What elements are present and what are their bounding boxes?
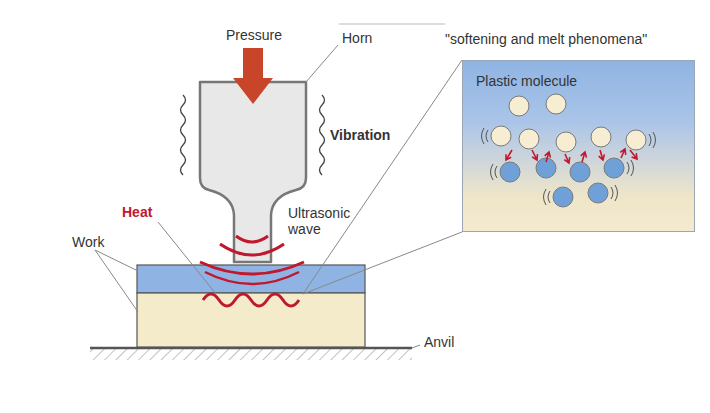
horn-leader — [306, 45, 338, 82]
vibration-mark — [627, 160, 634, 176]
motion-arrow — [564, 154, 569, 163]
ultrasonic-arcs — [200, 236, 304, 284]
work-label: Work — [72, 234, 104, 250]
heading-leader — [339, 24, 445, 25]
zoom-leader — [303, 60, 462, 294]
motion-arrow — [545, 152, 551, 162]
motion-arrow — [630, 150, 637, 159]
pressure-label: Pressure — [226, 27, 282, 43]
work-leader — [95, 250, 138, 271]
vibration-label: Vibration — [330, 127, 390, 143]
motion-arrow — [599, 150, 605, 160]
molecule — [604, 158, 624, 178]
motion-arrow — [506, 150, 512, 160]
work-lower — [137, 293, 365, 347]
molecule — [588, 183, 608, 203]
motion-arrow — [620, 149, 625, 158]
molecule — [591, 127, 611, 147]
vibration-mark — [491, 164, 498, 180]
motion-arrow — [581, 152, 587, 162]
pressure-arrow — [233, 48, 273, 104]
heat-leader — [158, 222, 216, 294]
anvil-leader — [412, 345, 420, 348]
ultrasonic-label: Ultrasonic wave — [288, 205, 364, 237]
vibration-squiggle — [320, 95, 325, 175]
vibration-mark — [544, 189, 551, 205]
heat-wave — [203, 294, 299, 306]
zoom-box: "softening and melt phenomena"Plastic mo… — [462, 60, 695, 232]
heat-label: Heat — [122, 204, 152, 220]
horn-label: Horn — [342, 30, 372, 46]
molecule — [556, 132, 576, 152]
work-leader — [95, 250, 138, 312]
molecule — [570, 162, 590, 182]
anvil-label: Anvil — [424, 334, 454, 350]
molecule — [546, 94, 566, 114]
anvil-hatch — [90, 348, 412, 360]
vibration-mark — [611, 185, 618, 201]
work-upper — [137, 265, 365, 293]
zoom-heading: "softening and melt phenomena" — [445, 31, 647, 47]
vibration-squiggle — [181, 95, 186, 175]
vibration-mark — [649, 132, 656, 148]
molecule — [626, 130, 646, 150]
vibration-mark — [482, 128, 489, 144]
molecule-label: Plastic molecule — [476, 73, 577, 89]
molecule — [553, 187, 573, 207]
molecule — [519, 129, 539, 149]
molecule — [500, 162, 520, 182]
molecule — [491, 126, 511, 146]
zoom-leader — [303, 232, 462, 294]
molecule — [509, 96, 529, 116]
motion-arrow — [532, 150, 537, 160]
